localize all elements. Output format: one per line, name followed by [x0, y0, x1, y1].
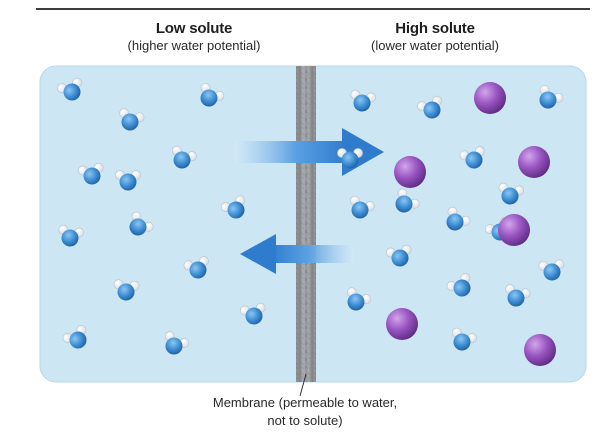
water-molecule — [386, 244, 412, 267]
water-molecule — [240, 302, 266, 325]
water-molecule — [171, 145, 197, 169]
left-subtitle: (higher water potential) — [127, 38, 261, 53]
water-molecule — [446, 273, 471, 297]
water-molecule — [58, 224, 84, 247]
solute-particle — [394, 156, 426, 188]
membrane-pointer — [299, 373, 307, 397]
membrane — [296, 66, 316, 382]
left-title: Low solute — [155, 20, 233, 37]
water-molecule — [349, 195, 375, 219]
water-molecule — [538, 259, 565, 281]
water-molecule — [350, 89, 376, 112]
water-molecule — [395, 188, 420, 213]
water-molecule — [119, 108, 145, 131]
solute-particle — [498, 214, 530, 246]
water-molecule — [446, 206, 471, 231]
water-molecule — [505, 284, 531, 307]
water-molecule — [451, 327, 477, 351]
water-molecule — [113, 279, 140, 301]
top-border-line — [36, 8, 590, 10]
membrane-caption: Membrane (permeable to water, not to sol… — [170, 394, 440, 430]
water-molecule — [539, 85, 564, 109]
water-molecule — [459, 146, 485, 169]
water-molecule — [78, 162, 104, 185]
water-molecule — [57, 77, 83, 101]
membrane-caption-line2: not to solute) — [267, 413, 343, 428]
water-molecule — [115, 170, 141, 191]
water-molecule — [346, 287, 372, 311]
water-molecule — [337, 148, 363, 169]
water-molecule — [200, 83, 225, 107]
membrane-caption-line1: Membrane (permeable to water, — [212, 395, 398, 410]
solute-particle — [518, 146, 550, 178]
solute-particle — [386, 308, 418, 340]
water-molecule — [498, 182, 524, 205]
water-molecule — [62, 325, 87, 349]
right-heading: High solute (lower water potential) — [340, 20, 530, 54]
solute-particle — [474, 82, 506, 114]
water-molecule — [164, 331, 190, 355]
water-molecule — [183, 256, 209, 279]
water-molecule — [220, 195, 246, 219]
right-title: High solute — [395, 20, 475, 37]
water-molecule — [417, 95, 443, 119]
solute-particle — [524, 334, 556, 366]
right-subtitle: (lower water potential) — [371, 38, 499, 53]
left-heading: Low solute (higher water potential) — [104, 20, 284, 54]
arrow-right-to-left — [240, 234, 354, 274]
water-molecule — [129, 211, 154, 236]
